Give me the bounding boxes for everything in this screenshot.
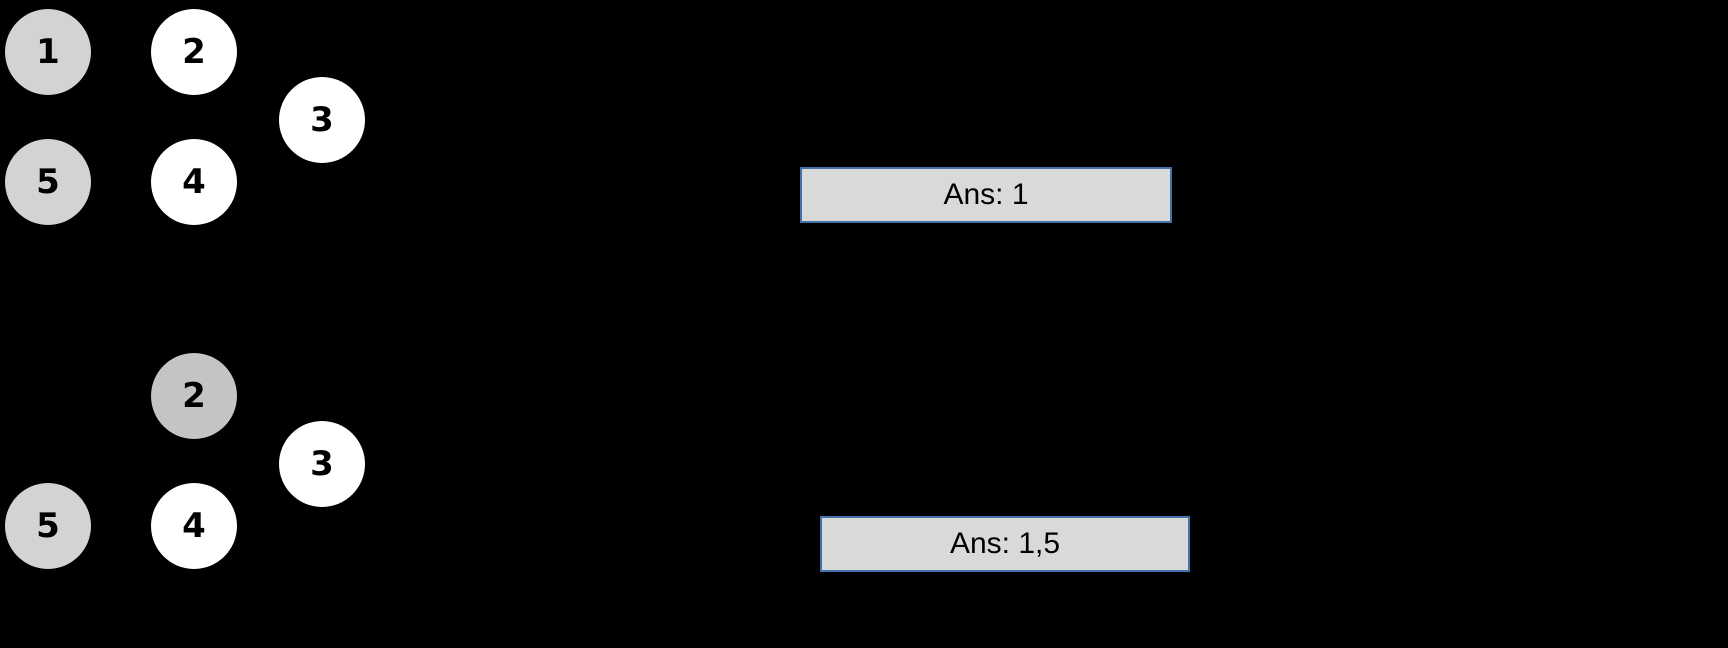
graph-bottom-node-3[interactable]: 3 — [279, 421, 365, 507]
graph-bottom-node-3-label: 3 — [310, 444, 334, 484]
graph-top-node-3-label: 3 — [310, 100, 334, 140]
graph-top: 1 2 3 5 4 — [0, 0, 400, 260]
graph-top-node-2[interactable]: 2 — [151, 9, 237, 95]
graph-bottom: 2 3 5 4 — [0, 340, 400, 600]
graph-top-node-5[interactable]: 5 — [5, 139, 91, 225]
graph-bottom-node-4-label: 4 — [182, 506, 206, 546]
answer-box-top[interactable]: Ans: 1 — [800, 167, 1172, 223]
answer-box-bottom-text: Ans: 1,5 — [949, 527, 1061, 560]
graph-bottom-node-5[interactable]: 5 — [5, 483, 91, 569]
graph-bottom-node-4[interactable]: 4 — [151, 483, 237, 569]
graph-top-node-1-label: 1 — [36, 32, 60, 72]
graph-top-node-2-label: 2 — [182, 32, 206, 72]
graph-bottom-node-5-label: 5 — [36, 506, 60, 546]
answer-box-bottom[interactable]: Ans: 1,5 — [820, 516, 1190, 572]
graph-top-node-4-label: 4 — [182, 162, 206, 202]
graph-top-node-1[interactable]: 1 — [5, 9, 91, 95]
graph-bottom-node-2-label: 2 — [182, 376, 206, 416]
graph-top-node-4[interactable]: 4 — [151, 139, 237, 225]
graph-top-node-5-label: 5 — [36, 162, 60, 202]
answer-box-top-text: Ans: 1 — [943, 178, 1029, 211]
graph-bottom-node-2[interactable]: 2 — [151, 353, 237, 439]
graph-top-node-3[interactable]: 3 — [279, 77, 365, 163]
